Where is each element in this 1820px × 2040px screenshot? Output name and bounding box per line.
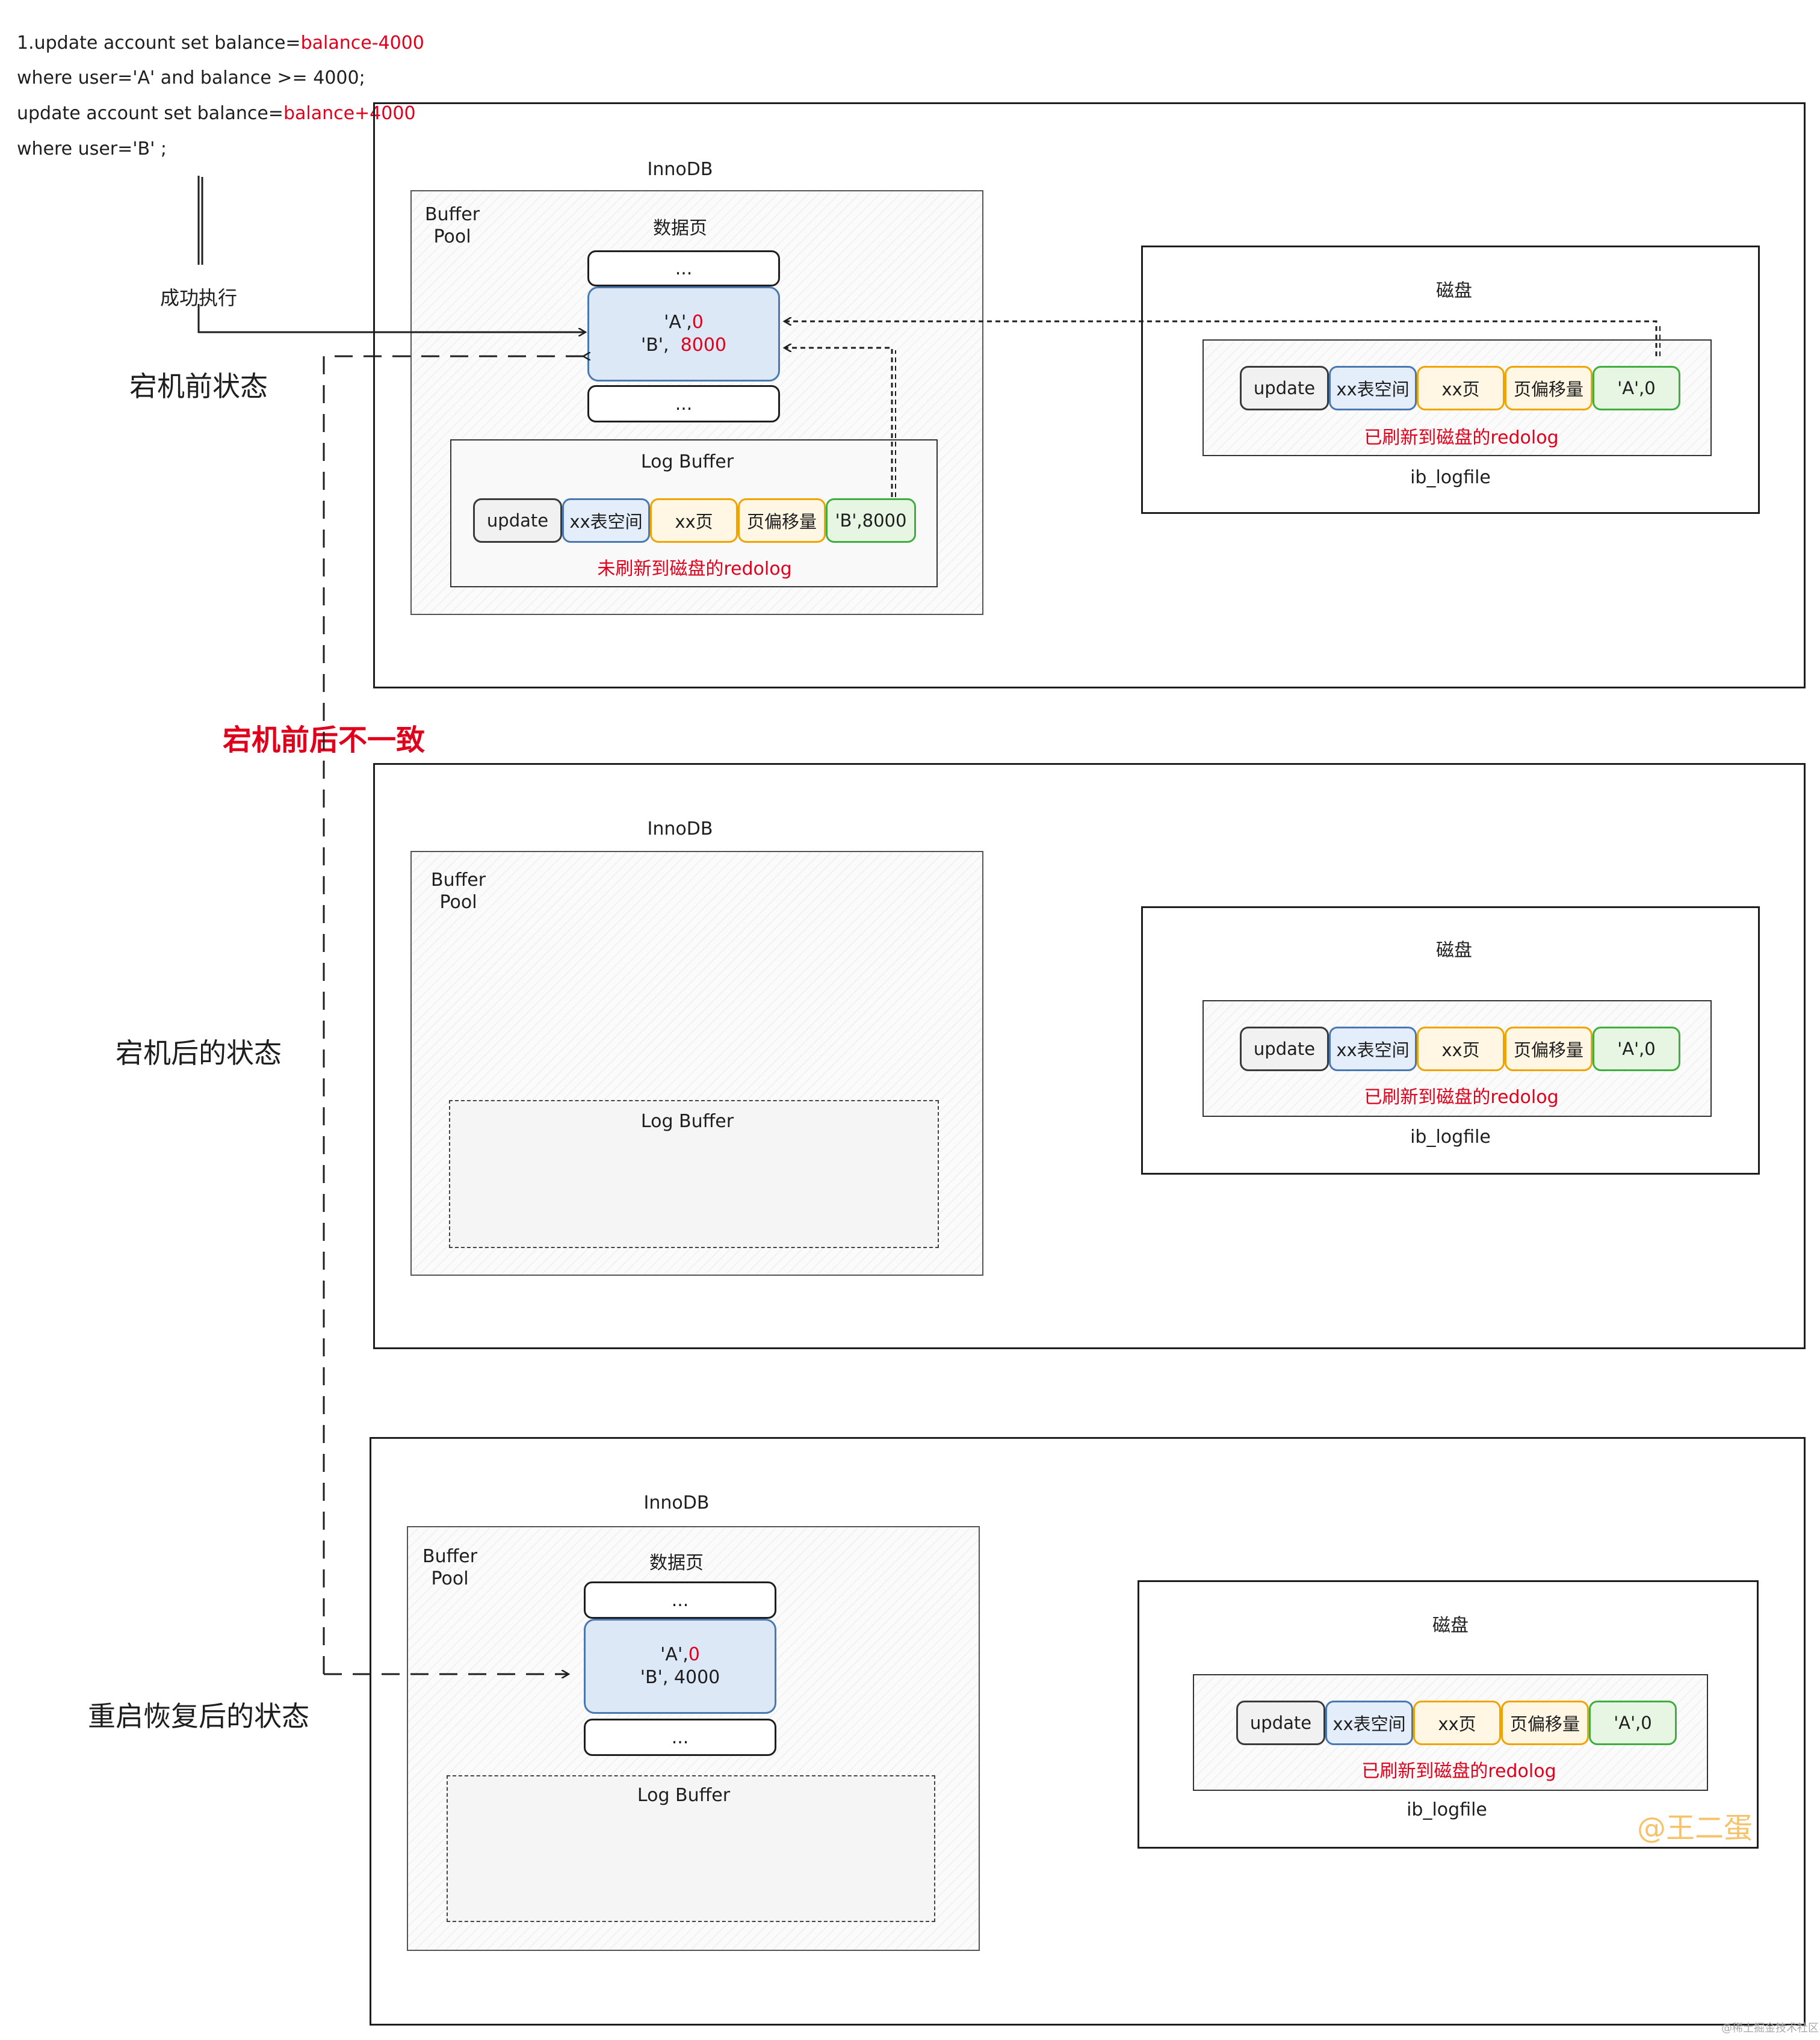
panel-before-crash <box>373 102 1806 688</box>
page-row-b: 'B', 4000 <box>640 1667 720 1688</box>
page-b-value: 8000 <box>680 335 727 356</box>
buffer-pool-line1: Buffer <box>422 1546 478 1567</box>
innodb-label: InnoDB <box>647 818 713 839</box>
disk-cell-page: xx页 <box>1417 366 1505 410</box>
page-a-key: 'A', <box>664 312 692 333</box>
sql-line-2: where user='A' and balance >= 4000; <box>17 67 365 88</box>
sql-highlight: balance-4000 <box>300 32 424 54</box>
disk-cell-update: update <box>1240 366 1329 410</box>
page-a-key: 'A', <box>660 1644 689 1665</box>
data-page-ellipsis-bottom: ... <box>587 385 780 422</box>
disk-cell-tablespace: xx表空间 <box>1329 1027 1417 1071</box>
sql-line-4: where user='B' ; <box>17 138 167 159</box>
disk-to-page-arrow <box>785 321 1658 356</box>
disk-caption: 已刷新到磁盘的redolog <box>1361 1761 1556 1782</box>
disk-cell-page: xx页 <box>1413 1701 1501 1745</box>
log-cell-value: 'B',8000 <box>826 498 916 543</box>
disk-cell-value: 'A',0 <box>1589 1701 1677 1745</box>
sql-line-3: update account set balance=balance+4000 <box>17 103 416 124</box>
page-a-value: 0 <box>688 1644 700 1665</box>
log-cell-offset: 页偏移量 <box>738 498 826 543</box>
disk-cell-offset: 页偏移量 <box>1501 1701 1589 1745</box>
disk-cell-update: update <box>1240 1027 1329 1071</box>
footnote: @稀土掘金技术社区 <box>1721 2022 1819 2035</box>
log-buffer-empty <box>447 1775 935 1922</box>
innodb-label: InnoDB <box>647 159 713 180</box>
innodb-label: InnoDB <box>643 1492 710 1513</box>
disk-box <box>1138 1580 1759 1849</box>
sql-highlight: balance+4000 <box>283 103 416 124</box>
sql-line-1: 1.update account set balance=balance-400… <box>17 32 424 54</box>
sql-text: 1.update account set balance= <box>17 32 301 54</box>
page-row-b: 'B', 8000 <box>641 334 726 357</box>
disk-label: 磁盘 <box>1436 280 1472 301</box>
data-page-ellipsis-bottom: ... <box>584 1719 776 1756</box>
log-buffer-caption: 未刷新到磁盘的redolog <box>597 558 792 580</box>
data-page-ellipsis-top: ... <box>587 250 780 286</box>
exec-arrow <box>197 304 585 332</box>
page-row-a: 'A',0 <box>664 311 704 334</box>
disk-box <box>1141 246 1760 514</box>
disk-cell-tablespace: xx表空间 <box>1329 366 1417 410</box>
log-buffer-label: Log Buffer <box>640 1111 734 1132</box>
disk-cell-offset: 页偏移量 <box>1505 366 1592 410</box>
disk-cell-offset: 页偏移量 <box>1505 1027 1592 1071</box>
disk-caption: 已刷新到磁盘的redolog <box>1364 1087 1559 1108</box>
log-cell-page: xx页 <box>650 498 738 543</box>
sql-text: update account set balance= <box>17 103 283 124</box>
ib-logfile-label: ib_logfile <box>1407 1799 1487 1820</box>
state-before-label: 宕机前状态 <box>129 370 268 403</box>
buffer-pool-line2: Pool <box>439 892 477 913</box>
watermark: @王二蛋 <box>1637 1811 1753 1845</box>
page-b-key: 'B', <box>640 335 669 356</box>
ib-logfile-label: ib_logfile <box>1410 1127 1491 1148</box>
page-a-value: 0 <box>692 312 704 333</box>
log-buffer-empty <box>449 1100 939 1248</box>
disk-caption: 已刷新到磁盘的redolog <box>1364 427 1559 448</box>
state-restart-label: 重启恢复后的状态 <box>88 1700 309 1732</box>
state-after-label: 宕机后的状态 <box>116 1037 282 1069</box>
log-buffer-label: Log Buffer <box>637 1785 731 1806</box>
log-cell-update: update <box>473 498 562 543</box>
disk-cell-page: xx页 <box>1417 1027 1505 1071</box>
inconsistency-arrow-top <box>323 356 584 1674</box>
buffer-pool-line1: Buffer <box>425 204 480 225</box>
disk-label: 磁盘 <box>1432 1615 1469 1636</box>
page-row-a: 'A',0 <box>660 1643 700 1666</box>
data-page-values: 'A',0 'B', 4000 <box>584 1619 776 1714</box>
disk-label: 磁盘 <box>1436 940 1472 961</box>
data-page-label: 数据页 <box>649 1553 704 1574</box>
buffer-pool-line1: Buffer <box>431 870 486 891</box>
panel-restart-recovered <box>370 1437 1806 2026</box>
buffer-pool-line2: Pool <box>431 1568 469 1589</box>
buffer-pool-line2: Pool <box>433 226 471 247</box>
panel-after-crash <box>373 763 1806 1349</box>
ib-logfile-label: ib_logfile <box>1410 467 1491 488</box>
disk-cell-value: 'A',0 <box>1592 1027 1680 1071</box>
disk-cell-update: update <box>1236 1701 1325 1745</box>
disk-cell-tablespace: xx表空间 <box>1325 1701 1413 1745</box>
disk-cell-value: 'A',0 <box>1592 366 1680 410</box>
data-page-values: 'A',0 'B', 8000 <box>587 286 780 382</box>
exec-arrow-top <box>197 176 203 265</box>
data-page-label: 数据页 <box>653 218 707 239</box>
log-buffer-label: Log Buffer <box>640 451 734 472</box>
logbuffer-to-page-arrow <box>785 348 893 497</box>
data-page-ellipsis-top: ... <box>584 1581 776 1619</box>
disk-box <box>1141 906 1760 1175</box>
log-cell-tablespace: xx表空间 <box>562 498 650 543</box>
